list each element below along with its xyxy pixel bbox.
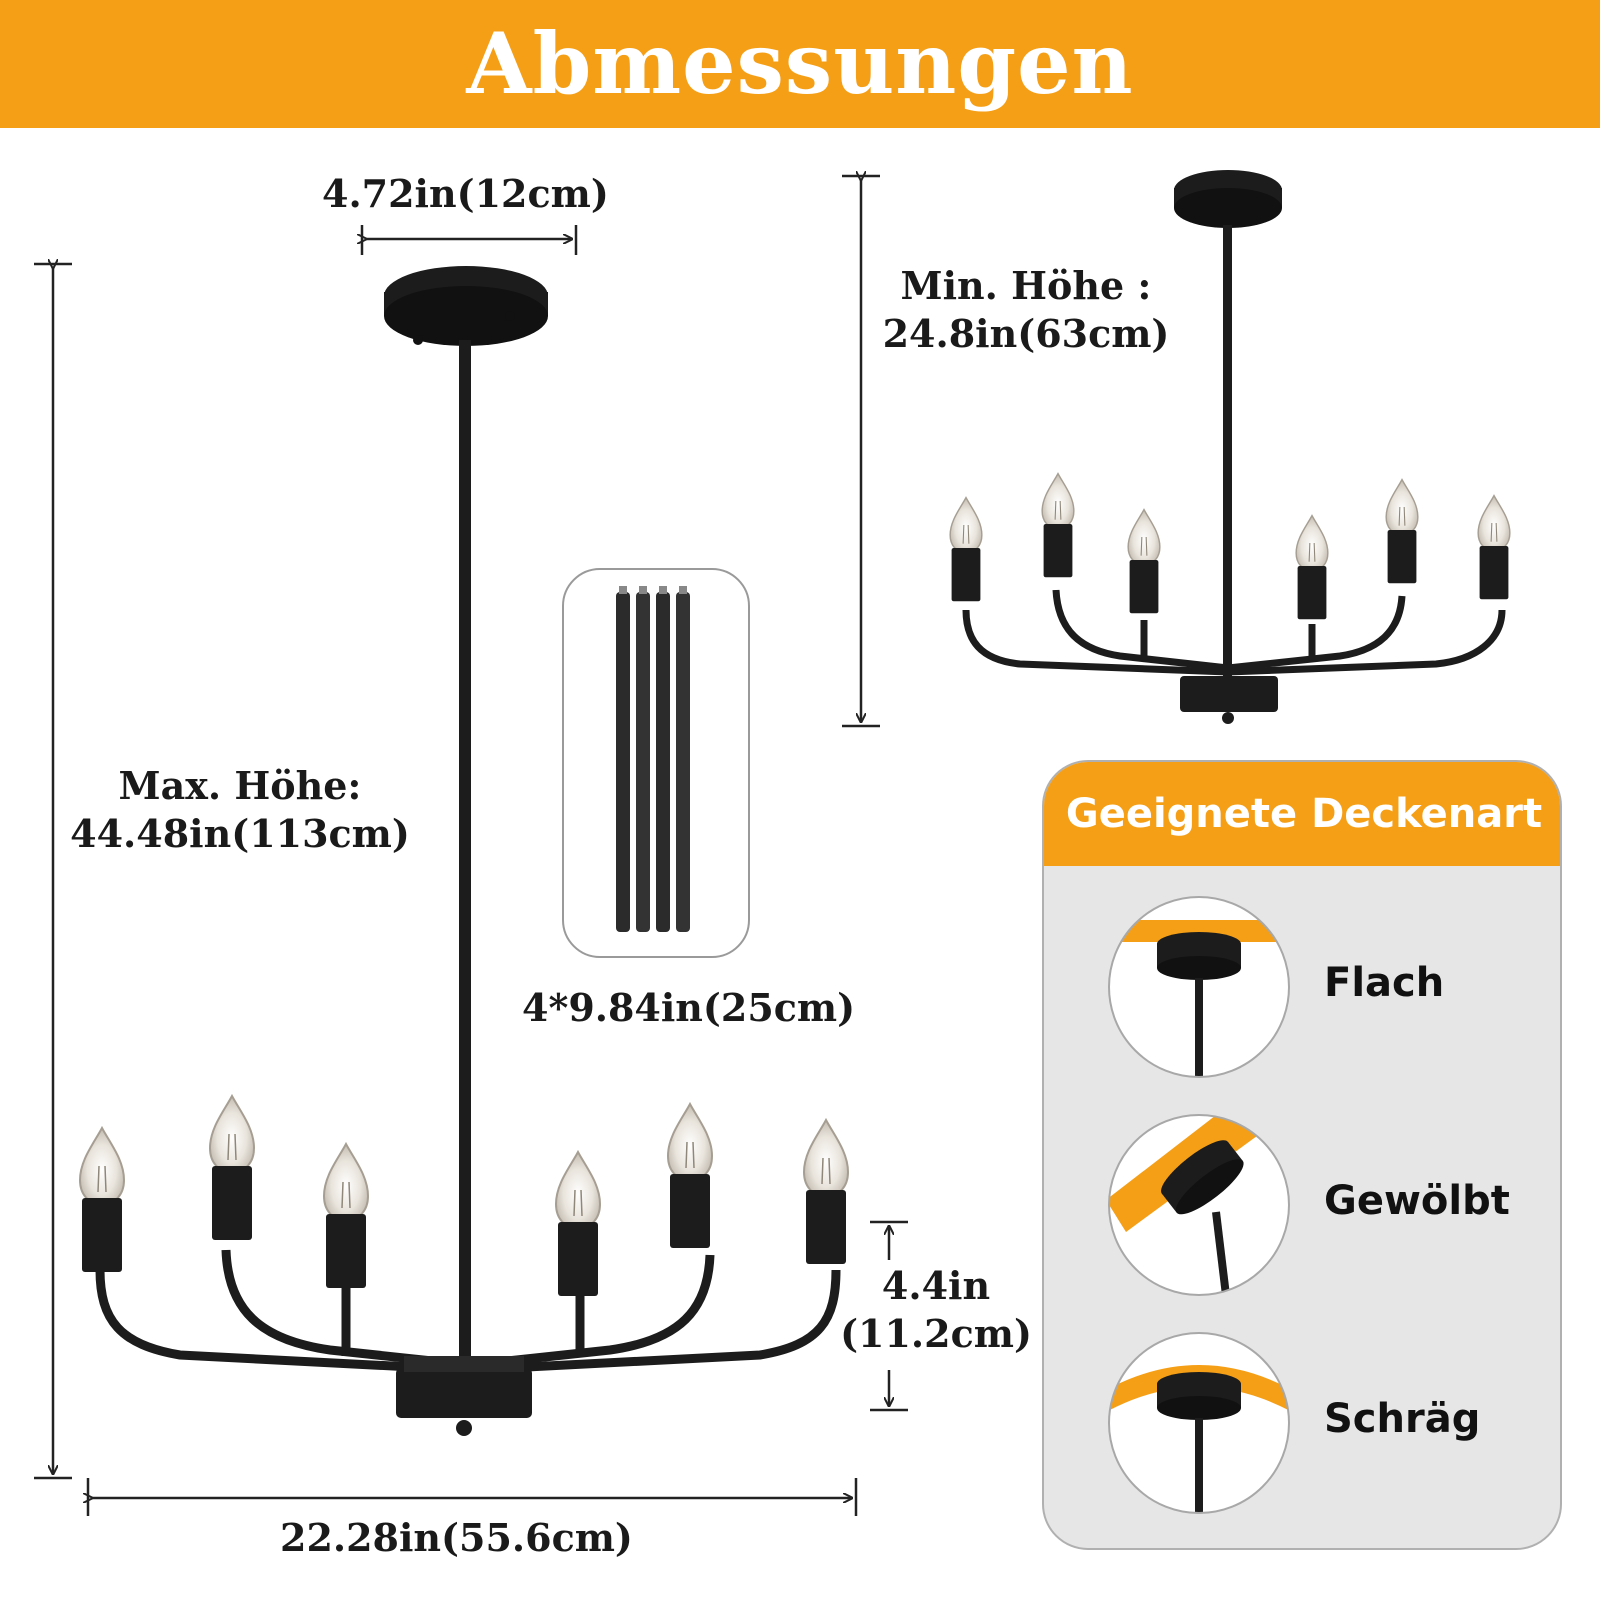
min-height-label: Min. Höhe : [900,263,1152,308]
rods-length-label: 4*9.84in(25cm) [522,985,856,1030]
canopy-width-label: 4.72in(12cm) [322,171,609,216]
max-height-value: 44.48in(113cm) [70,811,410,856]
main-chandelier [79,266,849,1436]
ceiling-type-vaulted: Gewölbt [1324,1178,1510,1224]
ceiling-panel-title: Geeignete Deckenart [1065,791,1543,837]
total-width-label: 22.28in(55.6cm) [280,1515,633,1560]
sloped-ceiling-icon [1108,1332,1290,1514]
dimension-lines [34,176,908,1516]
compact-chandelier [949,170,1511,724]
ceiling-type-flat: Flach [1324,960,1445,1006]
ceiling-type-sloped: Schräg [1324,1396,1481,1442]
arm-height-inch: 4.4in [881,1263,991,1308]
arm-height-cm: (11.2cm) [840,1311,1032,1356]
page-title: Abmessungen [466,14,1134,113]
vaulted-ceiling-icon [1108,1114,1290,1296]
max-height-label: Max. Höhe: [118,763,362,808]
flat-ceiling-icon [1108,896,1290,1078]
ceiling-type-panel: Geeignete Deckenart Flach Gewölbt [1042,760,1562,1550]
extension-rods-icon [616,586,690,932]
header-banner [0,0,1600,128]
min-height-value: 24.8in(63cm) [882,311,1170,356]
ceiling-panel-header [1044,762,1560,866]
